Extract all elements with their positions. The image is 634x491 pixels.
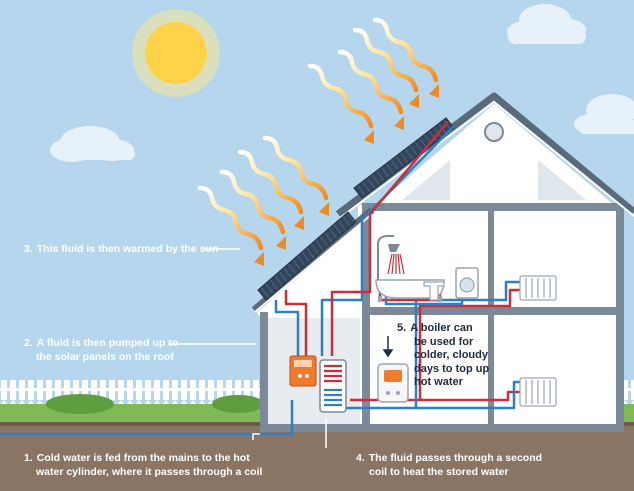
solar-panel-lower	[257, 211, 357, 301]
callout-step-5-line2: be used for	[414, 335, 474, 348]
callout-step-4-line1: The fluid passes through a second	[368, 452, 543, 464]
hot-water-cylinder	[319, 359, 347, 413]
sun-rays	[197, 17, 439, 251]
radiator-upper	[519, 275, 557, 301]
attic-window	[484, 122, 504, 142]
sun-icon	[132, 9, 220, 97]
callout-step-3-number: 3.	[24, 243, 33, 255]
callout-step-5-line3: colder, cloudy	[414, 349, 488, 361]
callout-step-4-line2: coil to heat the stored water	[369, 466, 509, 478]
sun-ray-arrowheads	[254, 84, 439, 266]
callout-step-1: 1.Cold water is fed from the mains to th…	[24, 451, 262, 479]
callout-leaders	[168, 248, 327, 448]
callout-step-4-number: 4.	[356, 452, 365, 464]
solar-panel-upper	[353, 117, 455, 199]
boiler-icon	[377, 363, 409, 403]
callout-step-4: 4.The fluid passes through a second coil…	[356, 451, 542, 479]
callout-step-2-line1: A fluid is then pumped up to	[36, 337, 179, 349]
callout-step-5-line5: hot water	[414, 376, 463, 388]
callout-step-1-line1: Cold water is fed from the mains to the …	[36, 452, 250, 464]
callout-step-5: 5.A boiler can be used for colder, cloud…	[397, 322, 489, 390]
pipes	[0, 121, 520, 436]
cloud-right	[574, 94, 634, 134]
callout-step-5-line4: days to top up	[414, 362, 490, 375]
bathroom-fixtures	[375, 235, 479, 302]
callout-step-2-number: 2.	[24, 337, 33, 349]
callout-step-2: 2.A fluid is then pumped up to the solar…	[24, 336, 178, 364]
callout-step-3: 3.This fluid is then warmed by the sun	[24, 242, 218, 256]
callout-step-5-number: 5.	[397, 322, 407, 334]
cloud-left	[50, 126, 135, 162]
boiler-arrow	[382, 336, 394, 358]
callout-step-1-line2: water cylinder, where it passes through …	[36, 466, 263, 478]
callout-step-5-line1: A boiler can	[410, 322, 473, 334]
callout-step-2-line2: the solar panels on the roof	[36, 351, 174, 363]
pump-controller	[289, 355, 317, 387]
cloud-top-right	[507, 4, 586, 44]
radiator-lower	[519, 377, 557, 407]
callout-step-3-text: This fluid is then warmed by the sun	[36, 243, 219, 255]
callout-step-1-number: 1.	[24, 452, 33, 464]
